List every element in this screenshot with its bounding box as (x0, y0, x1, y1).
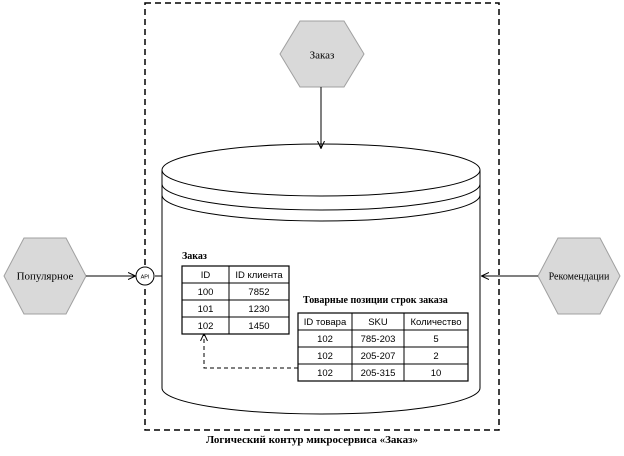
order-items-table-cell: 10 (431, 368, 442, 379)
order-items-table: Товарные позиции строк заказа ID товара S… (297, 295, 469, 382)
order-node: Заказ (279, 20, 365, 88)
orders-table-cell: 7852 (248, 287, 269, 298)
orders-table-cell: 1230 (248, 304, 269, 315)
orders-table-header-cell: ID (201, 270, 211, 281)
order-items-table-header-cell: SKU (368, 317, 388, 328)
cylinder-top (161, 143, 481, 197)
order-items-table-title: Товарные позиции строк заказа (303, 295, 448, 306)
order-items-table-cell: 2 (433, 351, 438, 362)
api-circle (135, 266, 155, 286)
recommendations-node: Рекомендации (537, 237, 621, 315)
orders-table-header-cell: ID клиента (235, 270, 283, 281)
order-items-table-cell: 5 (433, 334, 438, 345)
cylinder-ring-1 (161, 183, 481, 211)
orders-table-title: Заказ (182, 251, 207, 262)
order-items-table-cell: 102 (317, 334, 333, 345)
orders-table: Заказ ID ID клиента 100 7852 101 1230 102 1450 (181, 251, 290, 335)
diagram-caption: Логический контур микросервиса «Заказ» (205, 434, 419, 446)
orders-table-cell: 100 (198, 287, 214, 298)
cylinder-bottom (161, 387, 481, 415)
order-items-table-cell: 102 (317, 351, 333, 362)
orders-table-cell: 101 (198, 304, 214, 315)
api-port: API (135, 266, 155, 286)
order-items-table-header-cell: Количество (410, 317, 461, 328)
orders-table-cell: 102 (198, 321, 214, 332)
fk-reference-arrow (204, 334, 298, 369)
popular-node: Популярное (3, 237, 87, 315)
api-label: API (141, 274, 150, 280)
order-hexagon (279, 20, 365, 88)
popular-node-label: Популярное (17, 271, 74, 283)
order-items-table-cell: 205-315 (361, 368, 396, 379)
order-node-label: Заказ (310, 50, 335, 62)
cylinder-ring-2 (161, 194, 481, 222)
orders-table-cell: 1450 (248, 321, 269, 332)
order-items-table-cell: 785-203 (361, 334, 396, 345)
order-items-table-cell: 205-207 (361, 351, 396, 362)
recommendations-node-label: Рекомендации (549, 271, 610, 282)
popular-hexagon (3, 237, 87, 315)
order-items-table-header-cell: ID товара (304, 317, 347, 328)
order-items-table-cell: 102 (317, 368, 333, 379)
